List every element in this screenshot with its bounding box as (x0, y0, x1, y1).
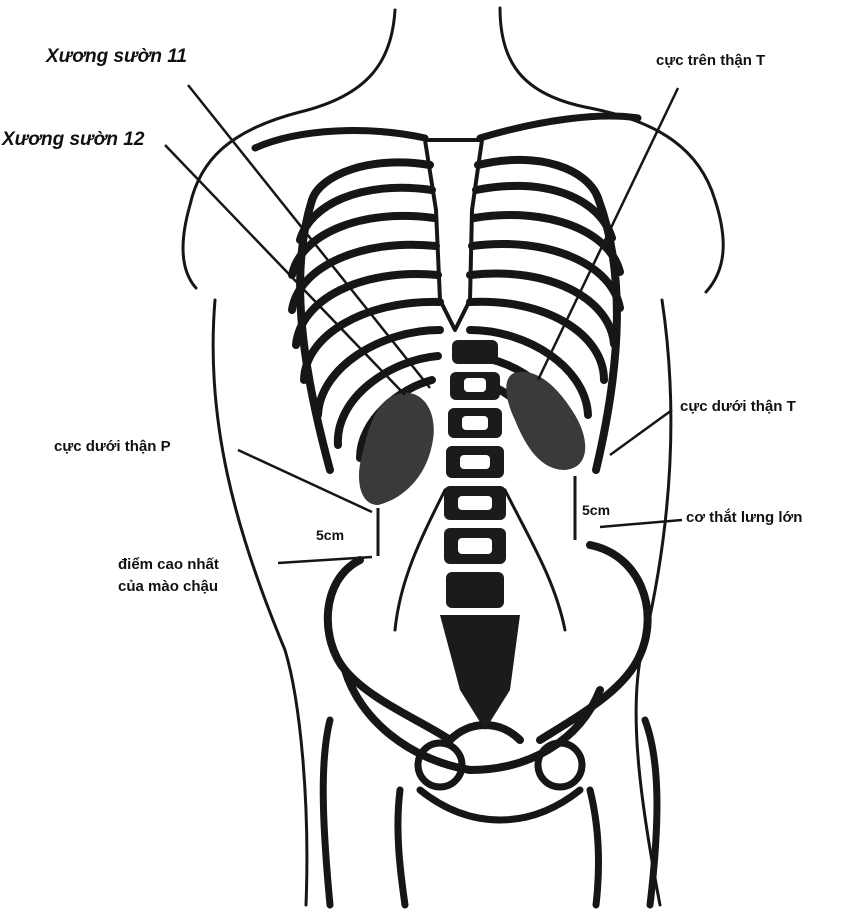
label-distance-left: 5cm (582, 502, 610, 518)
label-rib-12: Xương sườn 12 (2, 129, 144, 151)
label-rib-11: Xương sườn 11 (46, 46, 187, 68)
spine (444, 340, 506, 608)
label-lower-pole-right-kidney: cực dưới thận P (54, 438, 171, 455)
hips-and-femurs (323, 720, 657, 905)
label-iliac-crest-line2: của mào chậu (118, 578, 218, 595)
clavicles (255, 116, 638, 148)
label-distance-right: 5cm (316, 527, 344, 543)
label-lower-pole-left-kidney: cực dưới thận T (680, 398, 796, 415)
left-kidney (506, 372, 585, 470)
right-kidney (359, 393, 434, 505)
sacrum (440, 615, 520, 730)
label-iliac-crest-line1: điểm cao nhất (118, 556, 219, 573)
label-psoas-major: cơ thắt lưng lớn (686, 509, 802, 526)
label-upper-pole-left-kidney: cực trên thận T (656, 52, 765, 69)
